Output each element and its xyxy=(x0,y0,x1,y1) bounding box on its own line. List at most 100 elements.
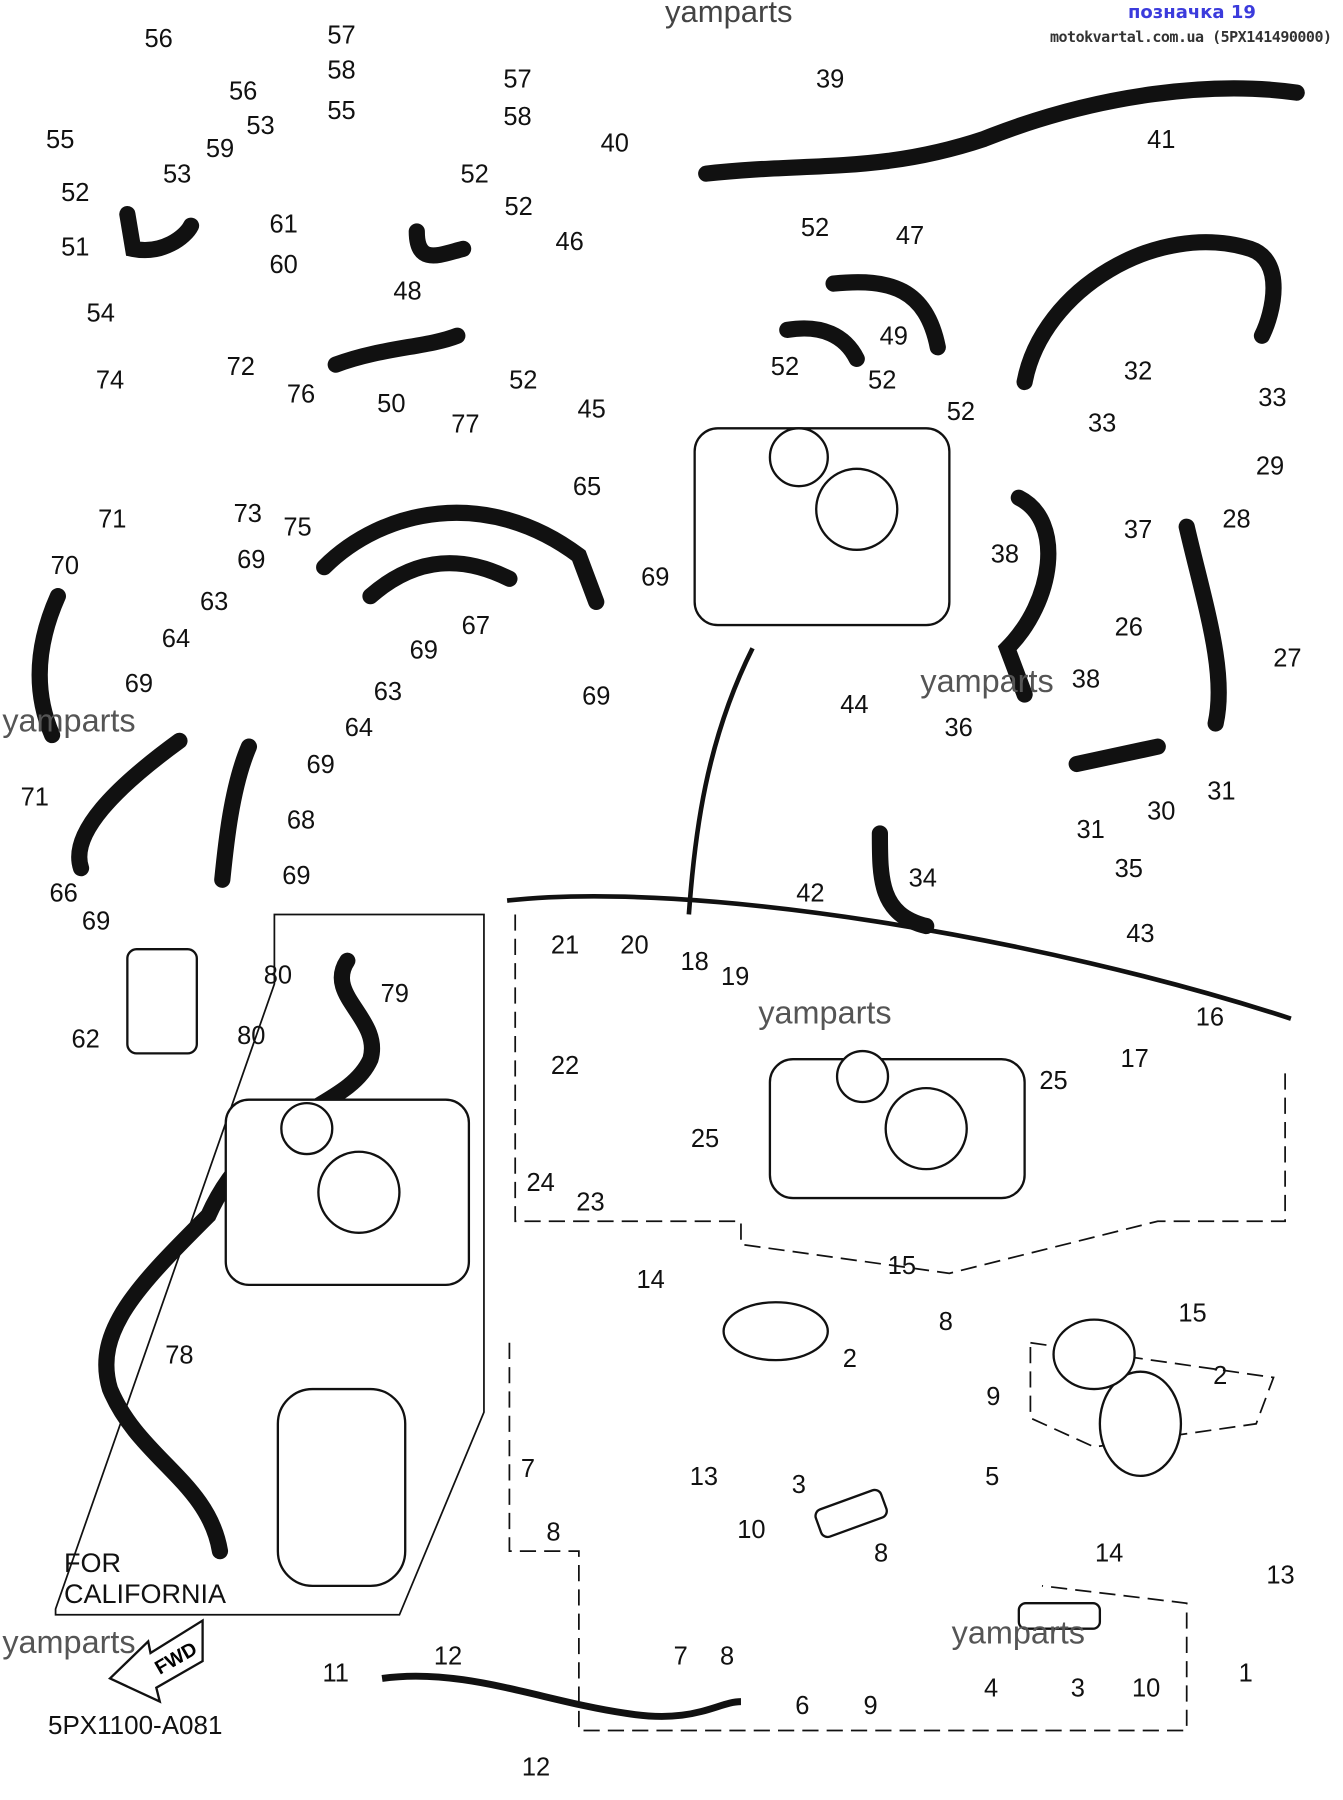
callout-number: 56 xyxy=(144,25,172,53)
callout-number: 47 xyxy=(896,222,924,250)
injector-3 xyxy=(814,1488,888,1539)
callout-number: 22 xyxy=(551,1052,579,1080)
callout-number: 13 xyxy=(1266,1561,1294,1589)
hose-49 xyxy=(779,320,865,367)
callout-number: 20 xyxy=(620,932,648,960)
hose-48 xyxy=(408,223,472,264)
callout-number: 80 xyxy=(237,1022,265,1050)
callout-number: 2 xyxy=(1213,1362,1227,1390)
assembly-leader-line xyxy=(686,647,755,915)
callout-number: 24 xyxy=(527,1169,555,1197)
hose-26 xyxy=(1178,518,1227,732)
callout-number: 69 xyxy=(282,862,310,890)
hose-70 xyxy=(31,588,66,744)
callout-number: 32 xyxy=(1124,357,1152,385)
callout-number: 77 xyxy=(451,411,479,439)
callout-number: 69 xyxy=(582,683,610,711)
callout-number: 53 xyxy=(163,161,191,189)
callout-number: 69 xyxy=(125,670,153,698)
callout-number: 29 xyxy=(1256,452,1284,480)
air-valve-62 xyxy=(126,948,198,1055)
callout-number: 52 xyxy=(505,193,533,221)
callout-number: 7 xyxy=(521,1455,535,1483)
callout-number: 23 xyxy=(576,1189,604,1217)
callout-number: 75 xyxy=(283,514,311,542)
callout-number: 63 xyxy=(200,588,228,616)
watermark: yamparts xyxy=(952,1615,1085,1651)
callout-number: 69 xyxy=(410,636,438,664)
callout-number: 67 xyxy=(462,612,490,640)
callout-number: 48 xyxy=(393,278,421,306)
injector-group-outline xyxy=(508,1342,1188,1732)
callout-number: 37 xyxy=(1124,516,1152,544)
watermark: yamparts xyxy=(920,663,1053,699)
callout-number: 74 xyxy=(96,367,124,395)
callout-number: 9 xyxy=(864,1692,878,1720)
callout-number: 2 xyxy=(843,1345,857,1373)
injector-3-lower xyxy=(1017,1602,1102,1630)
callout-number: 14 xyxy=(637,1266,665,1294)
assembly-bracket-line xyxy=(506,893,1292,1021)
callout-number: 54 xyxy=(87,300,115,328)
callout-number: 38 xyxy=(1072,665,1100,693)
callout-number: 57 xyxy=(327,22,355,50)
callout-number: 58 xyxy=(503,103,531,131)
callout-number: 8 xyxy=(546,1518,560,1546)
callout-number: 52 xyxy=(947,398,975,426)
callout-number: 80 xyxy=(264,962,292,990)
callout-number: 71 xyxy=(21,783,49,811)
watermark: yamparts xyxy=(758,994,891,1030)
california-box xyxy=(54,913,485,1616)
callout-number: 43 xyxy=(1126,920,1154,948)
hose-50 xyxy=(327,327,466,373)
callout-number: 27 xyxy=(1273,645,1301,673)
callout-number: 8 xyxy=(939,1308,953,1336)
callout-number: 52 xyxy=(801,214,829,242)
callout-number: 7 xyxy=(674,1642,688,1670)
hose-78 xyxy=(98,952,381,1560)
throttle-body-top xyxy=(693,427,951,627)
callout-number: 12 xyxy=(522,1753,550,1781)
callout-number: 15 xyxy=(1178,1300,1206,1328)
callout-number: 58 xyxy=(327,56,355,84)
callout-number: 12 xyxy=(434,1642,462,1670)
callout-number: 15 xyxy=(888,1252,916,1280)
callout-number: 46 xyxy=(555,228,583,256)
callout-number: 52 xyxy=(61,179,89,207)
callout-number: 42 xyxy=(796,880,824,908)
callout-number: 71 xyxy=(98,506,126,534)
callout-number: 60 xyxy=(269,251,297,279)
hose-65 xyxy=(316,504,605,611)
callout-number: 53 xyxy=(246,112,274,140)
callout-number: 30 xyxy=(1147,797,1175,825)
hose-47 xyxy=(825,274,946,356)
callout-number: 55 xyxy=(327,97,355,125)
callout-number: 19 xyxy=(721,963,749,991)
callout-number: 51 xyxy=(61,234,89,262)
callout-number: 66 xyxy=(50,880,78,908)
callout-number: 9 xyxy=(986,1383,1000,1411)
watermark: yamparts xyxy=(2,703,135,739)
callout-number: 31 xyxy=(1207,778,1235,806)
throttle-body-california xyxy=(224,1098,471,1287)
joint-2 xyxy=(722,1301,829,1362)
watermark-top: yamparts xyxy=(665,0,793,29)
callout-number: 3 xyxy=(1071,1675,1085,1703)
callout-number: 33 xyxy=(1258,384,1286,412)
hose-30 xyxy=(1068,738,1166,773)
callout-number: 69 xyxy=(237,546,265,574)
callout-number: 50 xyxy=(377,390,405,418)
callout-number: 44 xyxy=(840,691,868,719)
diagram-drawing: FWD xyxy=(31,80,1305,1732)
callout-number: 69 xyxy=(82,907,110,935)
clamp-15 xyxy=(1052,1318,1136,1391)
callout-number: 1 xyxy=(1239,1660,1253,1688)
callout-number: 41 xyxy=(1147,126,1175,154)
callout-number: 25 xyxy=(691,1125,719,1153)
wire-harness-12 xyxy=(381,1672,742,1720)
callout-number: 8 xyxy=(720,1642,734,1670)
